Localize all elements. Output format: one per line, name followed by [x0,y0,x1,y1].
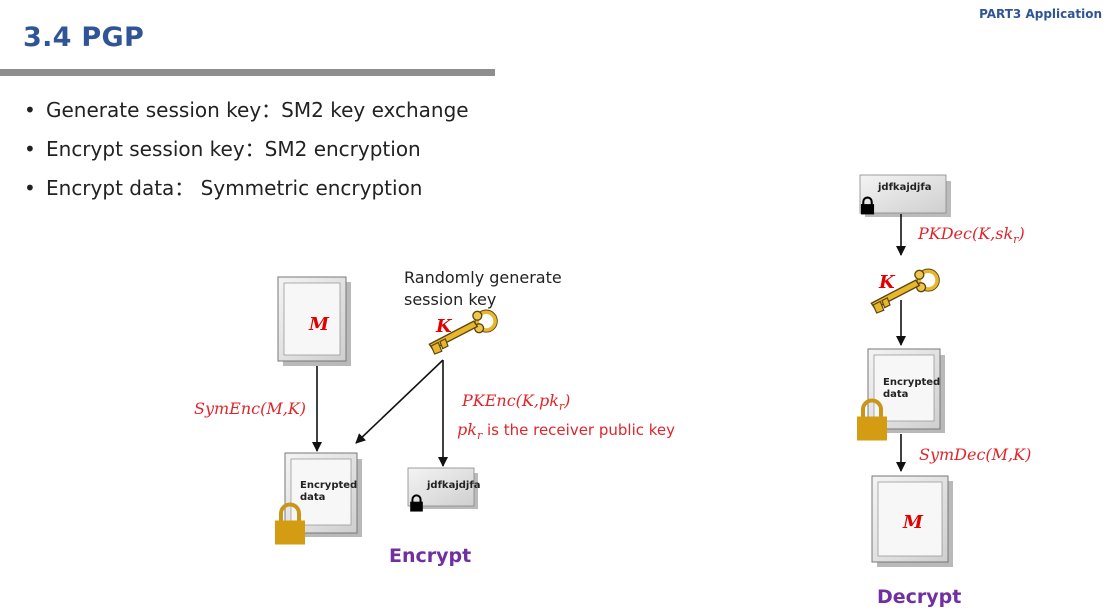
pk-enc-main: PKEnc(K,pk [462,391,559,410]
decrypt-encrypted-data-line1: Encrypted [883,377,941,388]
encrypted-data-line2: data [300,492,326,503]
bullet-item: • Generate session key：SM2 key exchange [24,97,469,136]
arrow-key-to-encrypted [355,359,444,444]
session-key-label: K [436,316,452,337]
encrypted-data-line1: Encrypted [300,480,358,491]
bullet-list: • Generate session key：SM2 key exchange •… [24,97,469,214]
pk-enc-subscript: r [558,400,565,414]
title-divider [0,69,495,76]
pk-note-subscript: r [476,429,483,443]
pk-dec-main: PKDec(K,sk [918,224,1014,243]
bullet-item: • Encrypt session key：SM2 encryption [24,136,469,175]
pk-enc-close: ) [564,391,571,410]
encrypted-data-label: Encrypted data [300,480,357,504]
pk-dec-formula: PKDec(K,skr) [918,224,1025,246]
encrypt-caption: Encrypt [389,545,472,567]
decrypt-encrypted-key-card [859,174,951,217]
pk-note-text: is the receiver public key [482,421,676,439]
pk-dec-subscript: r [1013,233,1019,247]
decrypt-encrypted-data-label: Encrypted data [883,377,940,401]
bullet-text: Generate session key：SM2 key exchange [46,98,469,122]
message-label: M [309,314,329,335]
encrypted-key-card [407,467,478,509]
decrypted-message-document [871,475,953,567]
decrypt-message-label: M [903,512,923,533]
decrypt-caption: Decrypt [877,586,962,608]
sym-dec-formula: SymDec(M,K) [919,445,1032,464]
bullet-text: Encrypt data： Symmetric encryption [46,176,423,200]
cipher-key-text: jdfkajdjfa [427,480,481,491]
public-key-note: pkr is the receiver public key [457,420,675,442]
pk-dec-close: ) [1018,224,1025,243]
message-document [277,276,351,366]
section-label: PART3 Application [979,7,1102,21]
bullet-text: Encrypt session key：SM2 encryption [46,137,421,161]
sym-enc-formula: SymEnc(M,K) [194,399,307,418]
random-key-caption: Randomly generate session key [404,268,562,309]
bullet-item: • Encrypt data： Symmetric encryption [24,175,469,214]
slide-title: 3.4 PGP [23,22,145,53]
pk-enc-formula: PKEnc(K,pkr) [462,391,570,413]
bullet-dot: • [24,176,36,200]
decrypt-session-key-label: K [879,272,895,293]
decrypt-encrypted-data-line2: data [883,389,909,400]
decrypt-cipher-key-text: jdfkajdjfa [878,182,932,193]
bullet-dot: • [24,98,36,122]
pk-note-variable: pk [457,420,477,439]
bullet-dot: • [24,137,36,161]
